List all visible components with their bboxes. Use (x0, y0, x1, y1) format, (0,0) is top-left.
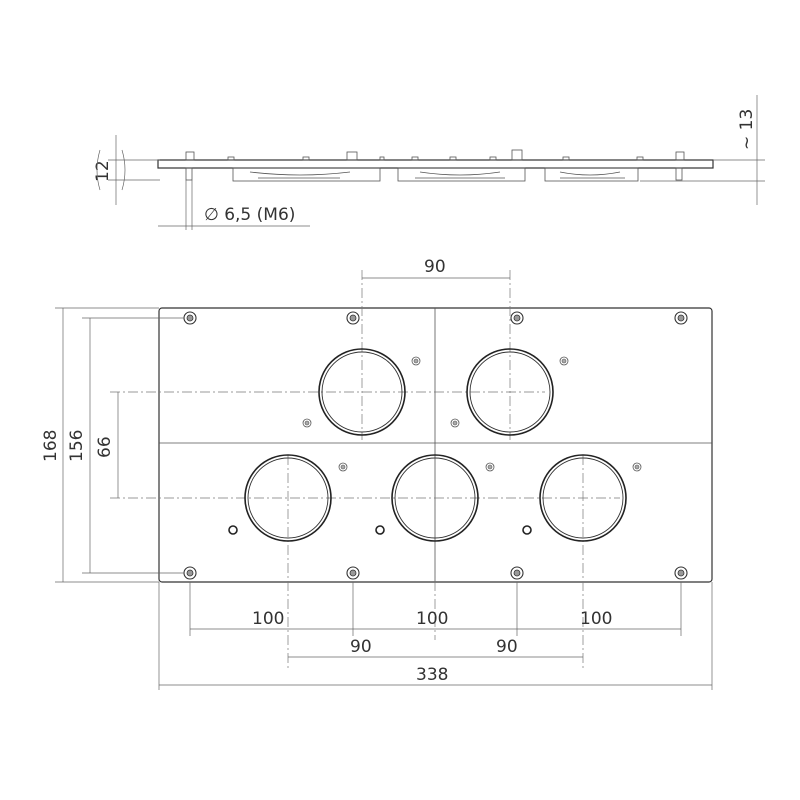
height-dim-label: 168 (41, 430, 61, 462)
mount-screw (674, 566, 688, 580)
bottom-dim-100-right: 100 (580, 609, 612, 629)
small-screw (450, 418, 460, 428)
side-bolt-4 (675, 151, 685, 161)
side-bolt-3 (511, 149, 523, 161)
side-body-mid (397, 167, 526, 182)
large-hole-bottom-right (539, 454, 627, 542)
mount-screw (346, 311, 360, 325)
side-plate (157, 159, 714, 169)
mount-screw (183, 311, 197, 325)
front-plate (158, 307, 713, 583)
mount-screw (510, 566, 524, 580)
bottom-dim-90-right: 90 (496, 637, 518, 657)
small-through-hole (522, 525, 532, 535)
large-hole-top-right (466, 348, 554, 436)
side-body-right (544, 167, 639, 182)
mount-screw (674, 311, 688, 325)
small-screw (302, 418, 312, 428)
small-through-hole (228, 525, 238, 535)
mount-screw (510, 311, 524, 325)
side-bolt-1 (185, 151, 195, 161)
thickness-dim-label: 12 (93, 160, 113, 182)
small-screw (485, 462, 495, 472)
small-screw (411, 356, 421, 366)
large-hole-bottom-mid (391, 454, 479, 542)
large-hole-top-left (318, 348, 406, 436)
front-view: 90 168 156 66 100 100 100 90 90 338 (41, 257, 713, 690)
small-screw (338, 462, 348, 472)
small-through-hole (375, 525, 385, 535)
side-view: 12 ~ 13 ∅ 6,5 (M6) (93, 95, 765, 230)
small-screw (632, 462, 642, 472)
inner-height-dim-label: 156 (67, 430, 87, 462)
side-pin-left (185, 167, 193, 181)
side-pin-right (675, 167, 683, 181)
side-bolt-2 (346, 151, 358, 161)
hole-size-label: ∅ 6,5 (M6) (204, 205, 295, 225)
top-spacing-label: 90 (424, 257, 446, 277)
mount-screw (183, 566, 197, 580)
bottom-dim-100-left: 100 (252, 609, 284, 629)
mount-screw (346, 566, 360, 580)
total-width-label: 338 (416, 665, 448, 685)
small-screw (559, 356, 569, 366)
row-offset-dim-label: 66 (95, 436, 115, 458)
side-body-left (232, 167, 381, 182)
overall-height-label: ~ 13 (737, 109, 757, 150)
large-hole-bottom-left (244, 454, 332, 542)
bottom-dim-90-left: 90 (350, 637, 372, 657)
bottom-dim-100-mid: 100 (416, 609, 448, 629)
